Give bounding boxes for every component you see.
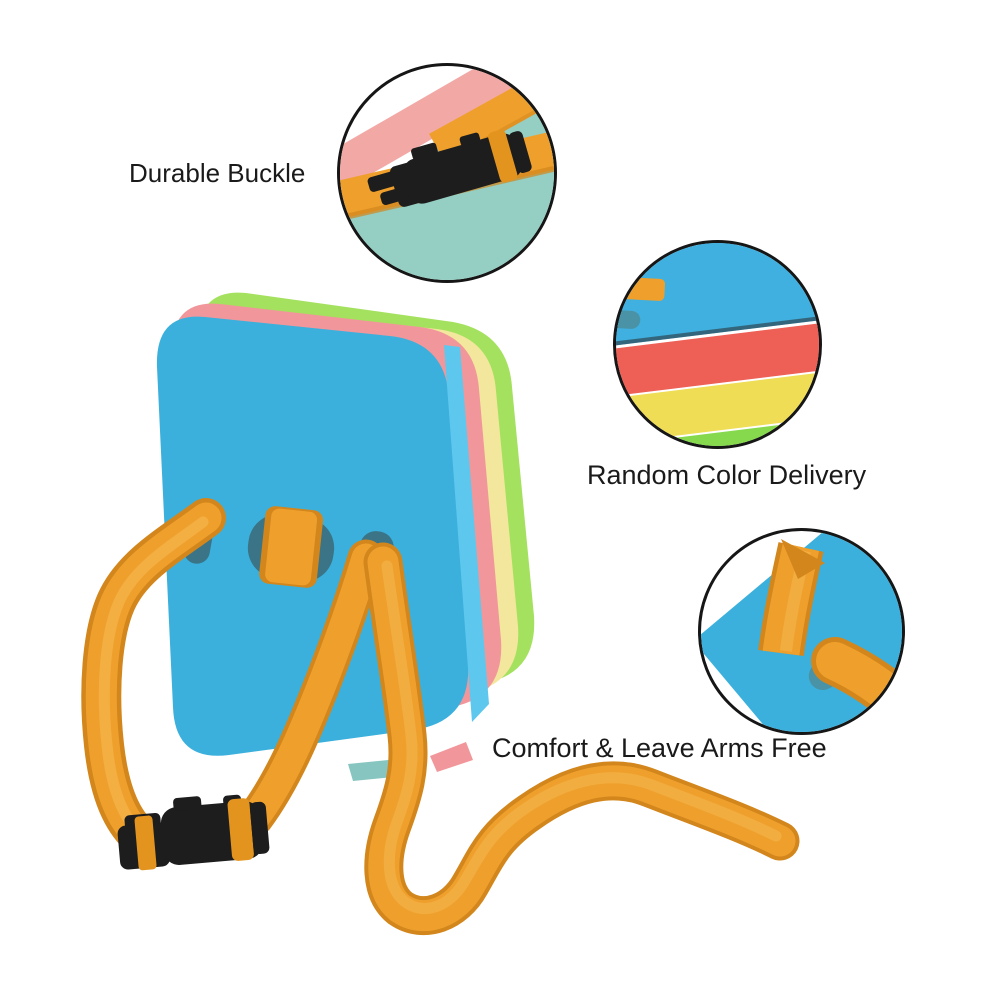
strap-left	[81, 498, 226, 863]
detail-slot-bit	[616, 309, 641, 329]
board-blue-edge-highlight	[444, 345, 489, 722]
buckle-strap-wrap-right	[227, 798, 254, 861]
strap-right-to-buckle	[236, 539, 385, 837]
pink-sliver	[430, 742, 473, 772]
detail-buckle	[367, 129, 532, 207]
label-comfort-arms: Comfort & Leave Arms Free	[492, 733, 827, 763]
buckle	[117, 794, 270, 871]
detail-layer-red	[616, 320, 819, 400]
detail-layer-blue	[616, 243, 819, 349]
detail-seam	[616, 310, 819, 353]
detail-strap-fold	[781, 539, 825, 579]
buckle-detail	[340, 66, 554, 280]
callout-circle-durable-buckle	[337, 63, 557, 283]
label-durable-buckle: Durable Buckle	[129, 158, 306, 188]
color-stack-detail	[616, 243, 819, 446]
label-random-color: Random Color Delivery	[587, 460, 867, 490]
callout-circle-random-color	[613, 240, 822, 449]
buckle-strap-wrap-left	[134, 815, 157, 871]
strap-free-end	[363, 542, 800, 936]
detail-strap-lower	[811, 637, 902, 732]
strap-detail	[701, 531, 902, 732]
detail-teal-board	[340, 66, 554, 280]
callout-circle-comfort-straps	[698, 528, 905, 735]
strap-center-loop	[259, 506, 324, 588]
